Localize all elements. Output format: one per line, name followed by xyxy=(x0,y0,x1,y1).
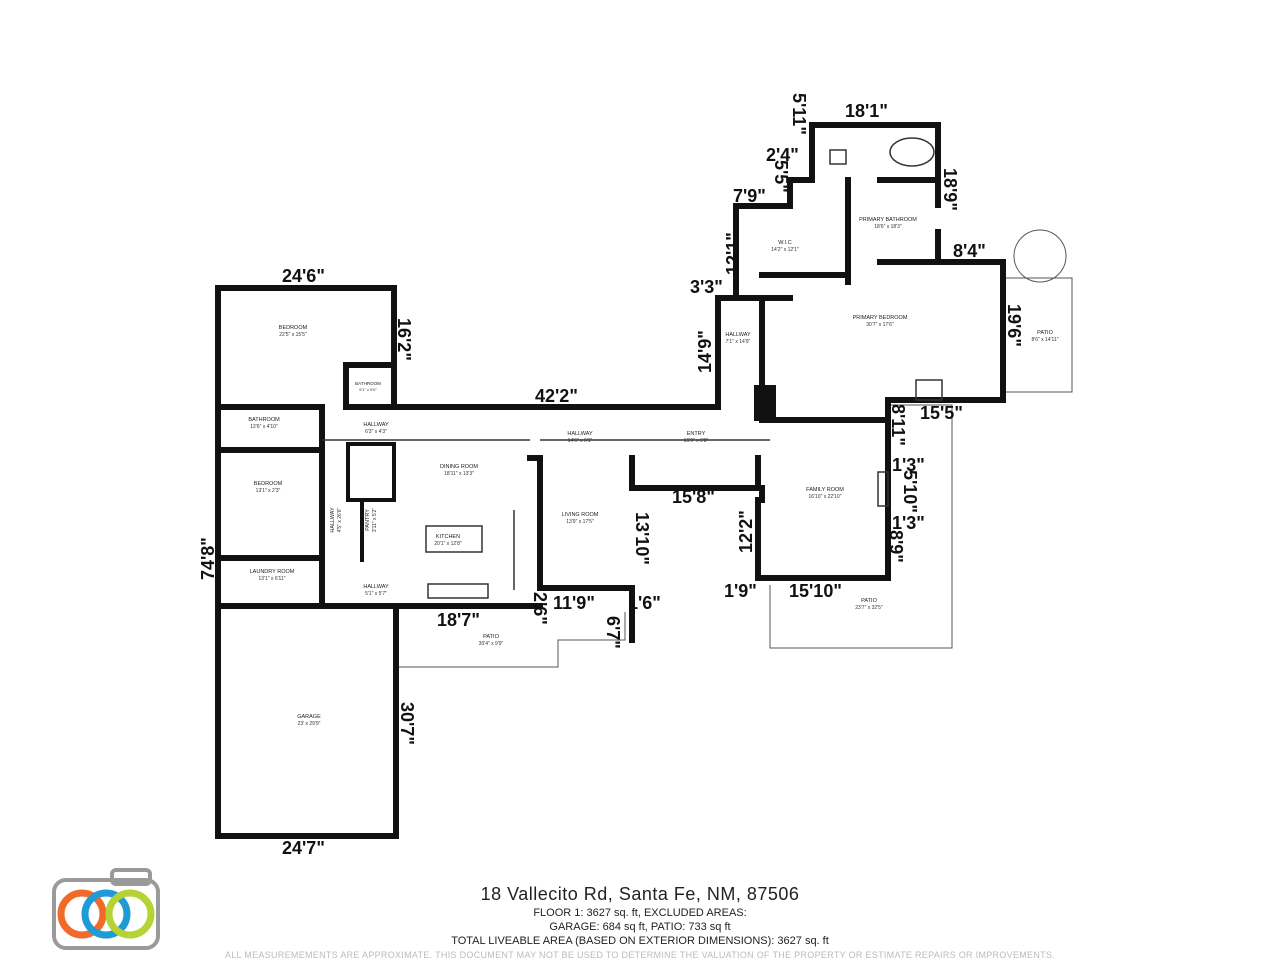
room-primary-bathroom-name: PRIMARY BATHROOM xyxy=(859,217,917,223)
dim-label: 14'9" xyxy=(695,330,715,373)
room-hallway-4-name: HALLWAY xyxy=(363,584,389,590)
dim-label: 1'3" xyxy=(892,513,925,533)
dim-label: 30'7" xyxy=(397,702,417,745)
room-family-room-size: 16'10" x 22'10" xyxy=(809,494,842,500)
dimension-labels: 24'6" 16'2" 42'2" 74'8" 18'7" 2'6" 11'9"… xyxy=(198,93,1024,858)
room-garage-size: 23' x 29'9" xyxy=(298,721,321,727)
dim-label: 16'2" xyxy=(394,318,414,361)
room-primary-bedroom-name: PRIMARY BEDROOM xyxy=(853,315,908,321)
dim-label: 6'7" xyxy=(603,616,623,649)
room-bedroom-2-name: BEDROOM xyxy=(254,481,283,487)
dim-label: 74'8" xyxy=(198,537,218,580)
dim-label: 12'2" xyxy=(736,510,756,553)
dim-label: 8'9" xyxy=(886,530,906,563)
room-patio-3-size: 23'7" x 32'5" xyxy=(855,605,883,611)
room-hallway-5-size: 7'1" x 14'9" xyxy=(726,339,751,345)
total-liveable-area: TOTAL LIVEABLE AREA (BASED ON EXTERIOR D… xyxy=(451,935,829,947)
floor-area: FLOOR 1: 3627 sq. ft, EXCLUDED AREAS: xyxy=(533,907,747,919)
room-kitchen-name: KITCHEN xyxy=(436,534,460,540)
room-patio-1-size: 30'4" x 9'9" xyxy=(479,641,504,647)
room-primary-bathroom-size: 18'6" x 18'3" xyxy=(874,224,902,230)
dim-label: 13'10" xyxy=(632,512,652,565)
dim-label: 24'6" xyxy=(282,266,325,286)
dim-label: 1'3" xyxy=(892,455,925,475)
room-hallway-3-size: 4'5" x 26'6" xyxy=(337,507,343,532)
room-patio-2-size: 8'6" x 14'11" xyxy=(1031,337,1058,343)
dim-label: 2'6" xyxy=(530,592,550,625)
room-dining-room-size: 18'11" x 13'3" xyxy=(444,471,474,477)
disclaimer: ALL MEASUREMEMENTS ARE APPROXIMATE. THIS… xyxy=(224,950,1056,960)
interior-details xyxy=(322,137,943,599)
dim-label: 42'2" xyxy=(535,386,578,406)
room-hallway-1-size: 6'3" x 4'3" xyxy=(365,429,387,435)
room-hallway-2-name: HALLWAY xyxy=(567,431,593,437)
dim-label: 1'6" xyxy=(628,593,661,613)
room-family-room-name: FAMILY ROOM xyxy=(806,487,844,493)
dim-label: 8'11" xyxy=(888,404,908,446)
room-patio-1-name: PATIO xyxy=(483,634,499,640)
room-laundry-room-name: LAUNDRY ROOM xyxy=(250,569,295,575)
room-garage-name: GARAGE xyxy=(297,714,321,720)
room-bathroom-small-name: BATHROOM xyxy=(355,381,381,386)
room-bathroom-small-size: 5'1" x 5'0" xyxy=(359,387,377,392)
dim-label: 3'3" xyxy=(690,277,723,297)
property-address: 18 Vallecito Rd, Santa Fe, NM, 87506 xyxy=(480,884,800,904)
room-patio-3-name: PATIO xyxy=(861,598,877,604)
dim-label: 19'6" xyxy=(1004,304,1024,347)
dim-label: 7'9" xyxy=(733,186,766,206)
dim-label: 1'9" xyxy=(724,581,757,601)
room-pantry-name: PANTRY xyxy=(365,509,371,531)
room-labels: BEDROOM 22'5" x 15'5" BATHROOM 5'1" x 5'… xyxy=(248,217,1058,727)
room-hallway-4-size: 5'1" x 5'7" xyxy=(365,591,387,597)
room-living-room-size: 13'9" x 17'5" xyxy=(566,519,594,525)
dim-label: 15'10" xyxy=(789,581,842,601)
dim-label: 5'10" xyxy=(900,470,920,513)
room-laundry-room-size: 13'1" x 6'11" xyxy=(258,576,285,582)
room-hallway-3-name: HALLWAY xyxy=(330,507,336,533)
room-hallway-1-name: HALLWAY xyxy=(363,422,389,428)
dim-label: 2'4" xyxy=(766,145,799,165)
dim-label: 24'7" xyxy=(282,838,325,858)
excluded-areas: GARAGE: 684 sq ft, PATIO: 733 sq ft xyxy=(549,921,731,933)
dim-label: 5'5" xyxy=(771,160,791,193)
room-pantry-size: 3'11" x 5'2" xyxy=(372,508,378,532)
room-entry-size: 16'9" x 9'8" xyxy=(684,438,709,444)
room-wic-size: 14'2" x 12'1" xyxy=(771,247,799,253)
dim-label: 18'9" xyxy=(940,168,960,211)
room-entry-name: ENTRY xyxy=(687,431,706,437)
room-bathroom-1-name: BATHROOM xyxy=(248,417,280,423)
room-kitchen-size: 20'1" x 12'8" xyxy=(434,541,462,547)
room-patio-2-name: PATIO xyxy=(1037,330,1053,336)
dim-label: 12'1" xyxy=(723,232,743,275)
walls xyxy=(215,122,1006,839)
dim-label: 15'5" xyxy=(920,403,963,423)
camera-logo-icon xyxy=(52,868,160,950)
room-hallway-2-size: 14'6" x 6'1" xyxy=(568,438,593,444)
floor-plan: BEDROOM 22'5" x 15'5" BATHROOM 5'1" x 5'… xyxy=(198,93,1073,858)
room-bathroom-1-size: 12'6" x 4'10" xyxy=(250,424,278,430)
room-hallway-5-name: HALLWAY xyxy=(725,332,751,338)
room-living-room-name: LIVING ROOM xyxy=(562,512,599,518)
dim-label: 15'8" xyxy=(672,487,715,507)
dim-label: 18'1" xyxy=(845,101,888,121)
dim-label: 11'9" xyxy=(553,593,595,613)
room-bedroom-2-size: 13'1" x 2'3" xyxy=(256,488,281,494)
dim-label: 18'7" xyxy=(437,610,480,630)
room-bedroom-1-size: 22'5" x 15'5" xyxy=(279,332,307,338)
dim-label: 8'4" xyxy=(953,241,986,261)
room-dining-room-name: DINING ROOM xyxy=(440,464,478,470)
room-bedroom-1-name: BEDROOM xyxy=(279,325,308,331)
room-wic-name: W.I.C xyxy=(778,240,791,246)
dim-label: 5'11" xyxy=(789,93,809,135)
room-primary-bedroom-size: 30'7" x 17'6" xyxy=(866,322,894,328)
